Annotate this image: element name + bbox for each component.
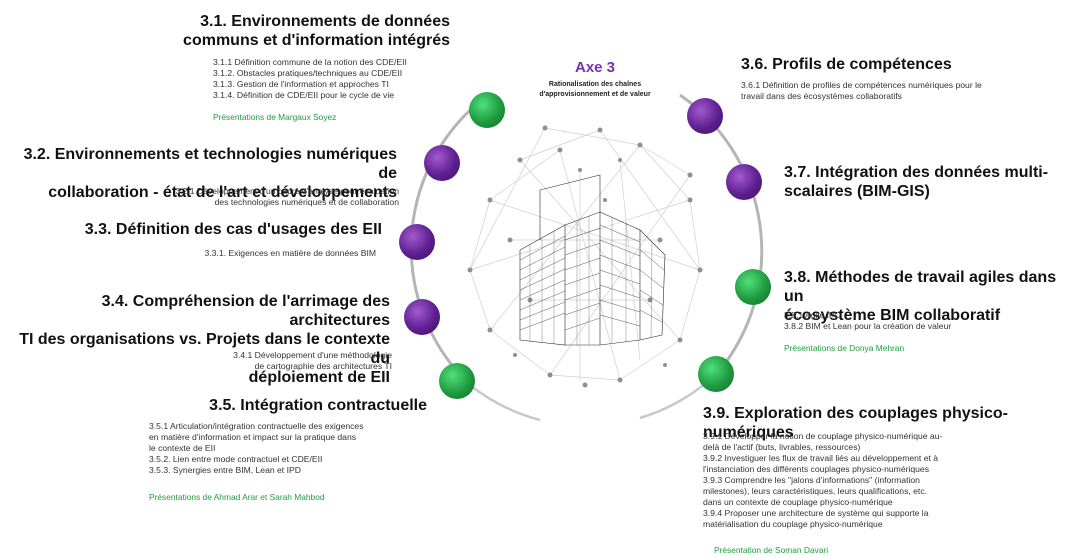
section-3-9-title: 3.9. Exploration des couplages physico-n… [703, 405, 1008, 441]
list-item: 3.5.1 Articulation/intégration contractu… [149, 421, 364, 431]
list-item: des technologies numériques et de collab… [214, 197, 399, 207]
node-3-7[interactable] [726, 164, 762, 200]
network-lines [469, 127, 701, 381]
section-3-7: 3.7. Intégration des données multi- scal… [784, 163, 1074, 201]
list-item: 3.8.1 Agile IPD [784, 310, 841, 320]
list-item: 3.9.2 Investiguer les flux de travail li… [703, 453, 939, 463]
list-item: l'instanciation des différents couplages… [703, 464, 930, 474]
section-3-8-presentation[interactable]: Présentations de Donya Mehran [784, 343, 905, 353]
list-item: 3.1.1 Définition commune de la notion de… [213, 57, 407, 67]
section-3-5-items: 3.5.1 Articulation/intégration contractu… [149, 421, 439, 476]
list-item: 3.9.4 Proposer une architecture de systè… [703, 508, 929, 518]
section-3-7-title: scalaires (BIM-GIS) [784, 183, 930, 200]
section-3-4-items: 3.4.1 Développement d'une méthodologie d… [140, 350, 392, 372]
list-item: 3.1.3. Gestion de l'information et appro… [213, 79, 389, 89]
section-3-8-title: écosystème BIM collaboratif [784, 307, 1001, 324]
axe-subtitle-line: d'approvisionnement et de valeur [539, 91, 651, 98]
list-item: 3.5.2. Lien entre mode contractuel et CD… [149, 454, 323, 464]
node-3-2[interactable] [424, 145, 460, 181]
ring-arc-bottom-left [469, 384, 541, 422]
section-3-1-presentation[interactable]: Présentations de Margaux Soyez [213, 112, 337, 122]
list-item: dans un contexte de couplage physico-num… [703, 497, 893, 507]
section-3-4-title: 3.4. Compréhension de l'arrimage des arc… [101, 293, 390, 329]
ring-arc-right [679, 93, 764, 371]
section-3-8-title: 3.8. Méthodes de travail agiles dans un [784, 269, 1057, 305]
node-3-3[interactable] [399, 224, 435, 260]
list-item: 3.1.4. Définition de CDE/EII pour le cyc… [213, 90, 395, 100]
list-item: 3.4.1 Développement d'une méthodologie [233, 350, 392, 360]
list-item: 3.2.1 Développement d'un cadre d'analyse… [175, 186, 399, 196]
section-3-2-items: 3.2.1 Développement d'un cadre d'analyse… [100, 186, 399, 208]
node-3-9[interactable] [698, 356, 734, 392]
section-3-1-items: 3.1.1 Définition commune de la notion de… [213, 57, 463, 101]
section-3-1: 3.1. Environnements de données communs e… [140, 12, 450, 50]
section-3-7-title: 3.7. Intégration des données multi- [784, 164, 1049, 181]
axe-subtitle: Rationalisation des chaînes d'approvisio… [510, 80, 680, 100]
node-3-8[interactable] [735, 269, 771, 305]
list-item: 3.8.2 BIM et Lean pour la création de va… [784, 321, 952, 331]
section-3-4-title: déploiement de EII [248, 369, 390, 386]
list-item: le contexte de EII [149, 443, 216, 453]
section-3-3-items: 3.3.1. Exigences en matière de données B… [120, 248, 376, 259]
section-3-2: 3.2. Environnements et technologies numé… [10, 145, 397, 202]
list-item: en matière d'information et impact sur l… [149, 432, 357, 442]
list-item: travail dans des écosystèmes collaborati… [741, 91, 902, 101]
section-3-5-presentation[interactable]: Présentations de Ahmad Arar et Sarah Mah… [149, 492, 325, 502]
list-item: 3.1.2. Obstacles pratiques/techniques au… [213, 68, 403, 78]
node-3-4[interactable] [404, 299, 440, 335]
section-3-8-items: 3.8.1 Agile IPD 3.8.2 BIM et Lean pour l… [784, 310, 1064, 332]
building-mullions [529, 216, 653, 345]
section-3-3-title: 3.3. Définition des cas d'usages des EII [84, 221, 382, 238]
node-3-6[interactable] [687, 98, 723, 134]
section-3-2-title: 3.2. Environnements et technologies numé… [23, 146, 397, 182]
list-item: de cartographie des architectures TI [254, 361, 392, 371]
building-floors [519, 224, 665, 331]
list-item: matérialisation du couplage physico-numé… [703, 519, 883, 529]
building-wireframe [519, 174, 666, 346]
section-3-5-title: 3.5. Intégration contractuelle [209, 397, 427, 414]
node-3-1[interactable] [469, 92, 505, 128]
list-item: 3.3.1. Exigences en matière de données B… [204, 248, 376, 258]
list-item: 3.5.3. Synergies entre BIM, Lean et IPD [149, 465, 301, 475]
section-3-8: 3.8. Méthodes de travail agiles dans un … [784, 268, 1074, 325]
list-item: milestones), leurs caractéristiques, leu… [703, 486, 928, 496]
section-3-6-title: 3.6. Profils de compétences [741, 56, 952, 73]
section-3-9-items: 3.9.1 Développer la notion de couplage p… [703, 431, 1003, 530]
list-item: delà de l'actif (buts, livrables, ressou… [703, 442, 861, 452]
section-3-2-title: collaboration - état de l'art et dévelop… [48, 184, 397, 201]
axe-title: Axe 3 [574, 59, 616, 76]
list-item: 3.9.1 Développer la notion de couplage p… [703, 431, 943, 441]
section-3-1-title: communs et d'information intégrés [183, 32, 450, 49]
list-item: 3.6.1 Définition de profiles de compéten… [741, 80, 982, 90]
section-3-4: 3.4. Compréhension de l'arrimage des arc… [4, 292, 390, 387]
network-nodes [467, 125, 703, 388]
section-3-1-title: 3.1. Environnements de données [200, 13, 450, 30]
section-3-9-presentation[interactable]: Présentation de Soman Davari [714, 545, 829, 555]
axe-subtitle-line: Rationalisation des chaînes [548, 81, 642, 88]
list-item: 3.9.3 Comprendre les "jalons d'informati… [703, 475, 920, 485]
section-3-4-title: TI des organisations vs. Projets dans le… [19, 331, 390, 367]
section-3-6-items: 3.6.1 Définition de profiles de compéten… [741, 80, 1061, 102]
node-3-5[interactable] [439, 363, 475, 399]
